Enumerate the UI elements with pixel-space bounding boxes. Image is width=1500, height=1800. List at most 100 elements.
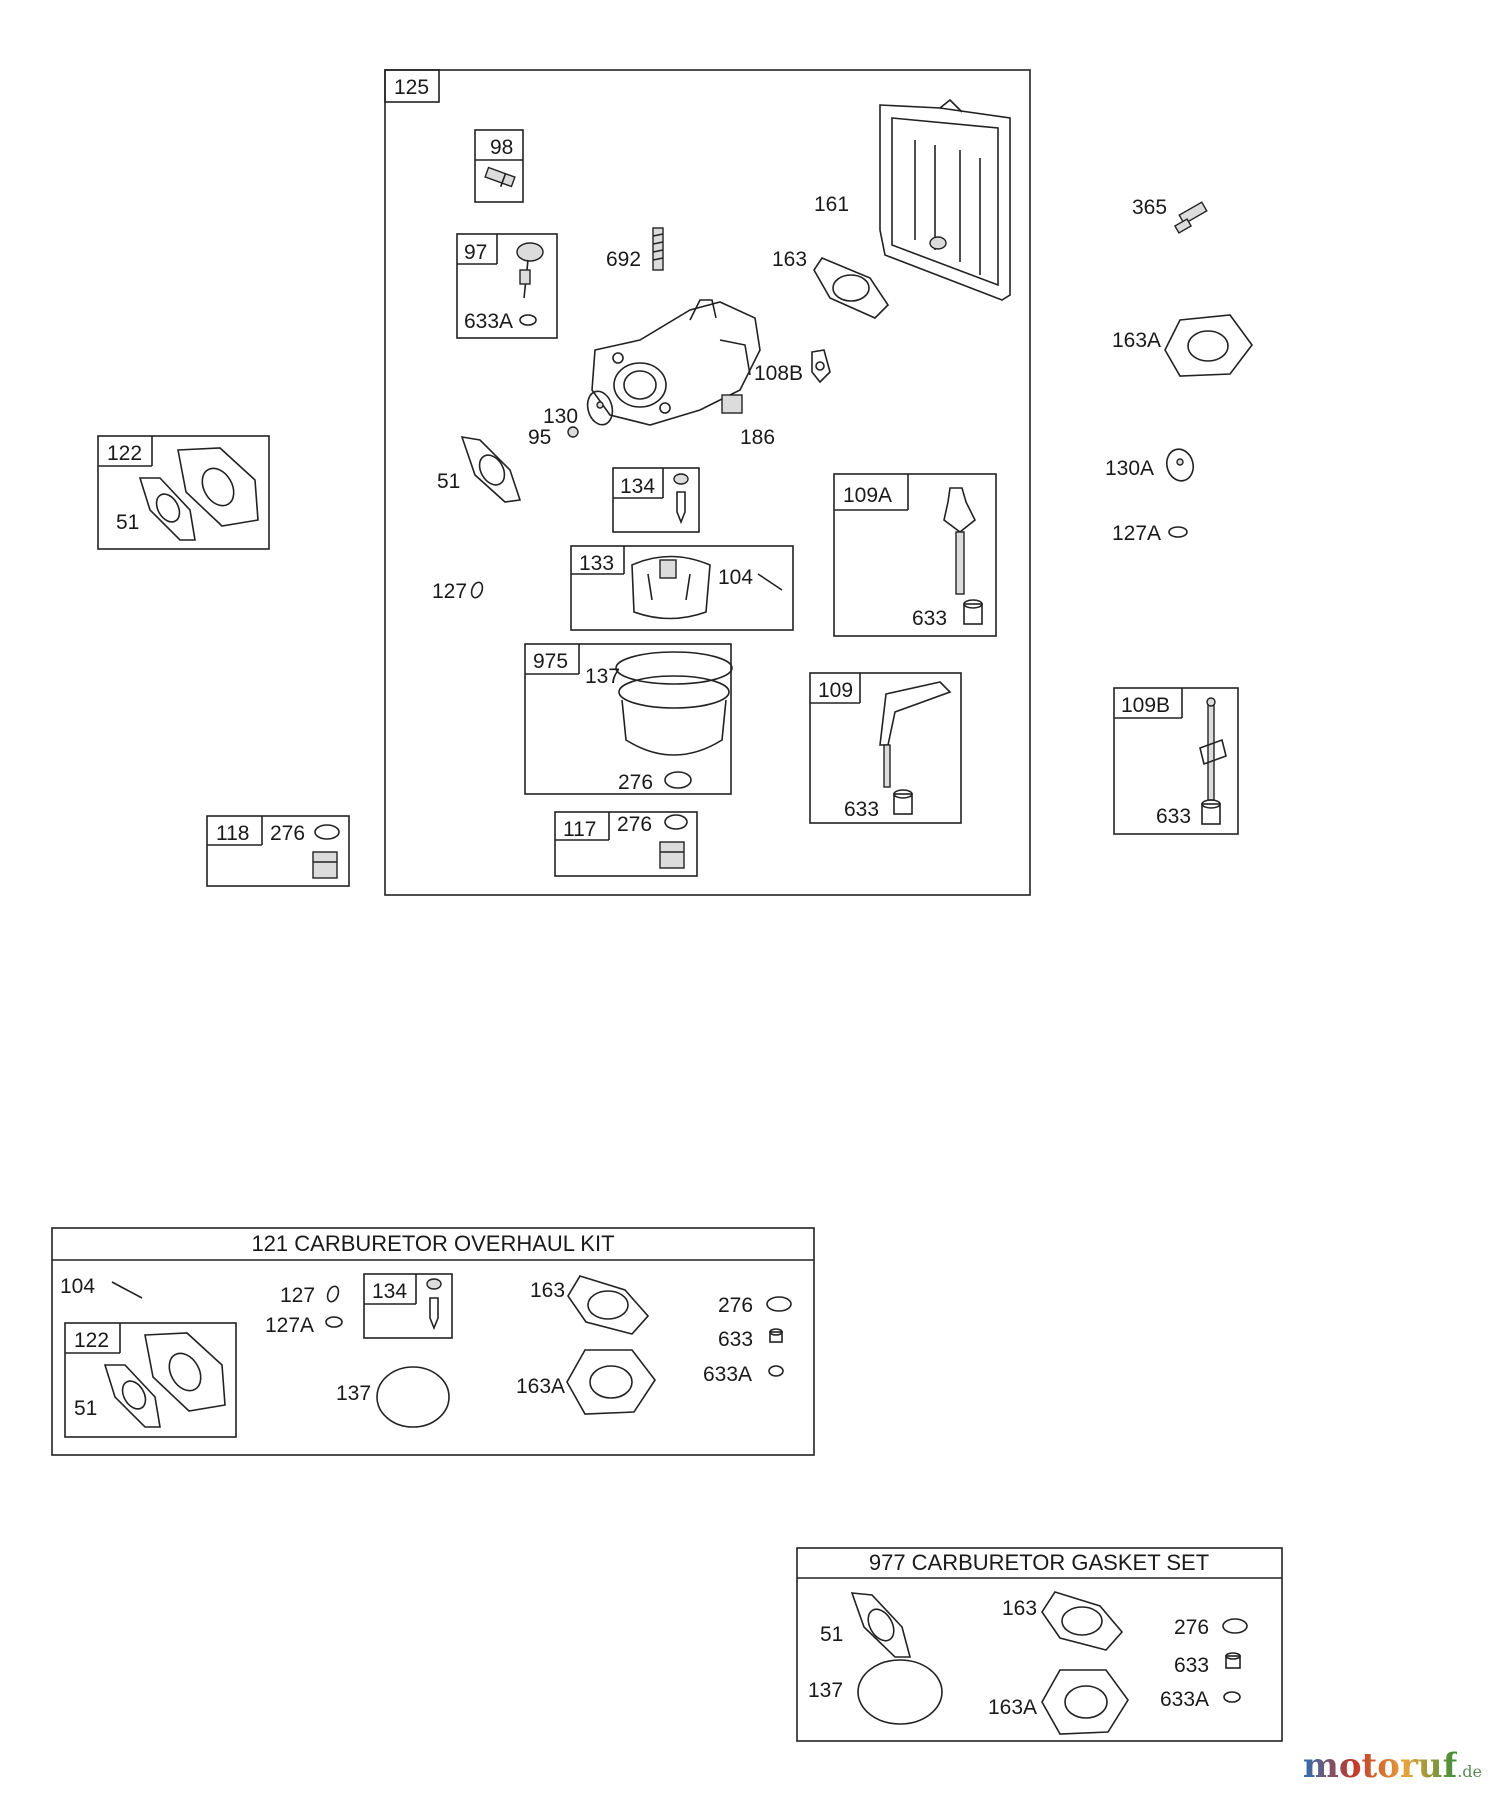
right-parts: 365 163A 130A 127A 109B 633: [1105, 196, 1253, 835]
box-97: [456, 233, 558, 339]
kit-121-overhaul: 121 CARBURETOR OVERHAUL KIT 104 127 127A…: [51, 1227, 815, 1456]
kit121-label-122[interactable]: 122: [74, 1329, 109, 1352]
screw-icon: [484, 166, 516, 188]
kit121-label-134[interactable]: 134: [372, 1280, 407, 1303]
callout-276-117[interactable]: 276: [617, 813, 652, 836]
callout-137[interactable]: 137: [585, 665, 620, 688]
callout-51-122[interactable]: 51: [116, 511, 139, 534]
kit977-label-163A[interactable]: 163A: [988, 1696, 1037, 1719]
callout-633-109[interactable]: 633: [844, 798, 879, 821]
callout-134[interactable]: 134: [620, 475, 655, 498]
kit977-label-137[interactable]: 137: [808, 1679, 843, 1702]
assembly-125-tag: [384, 69, 440, 103]
bushing-icon: [1225, 1652, 1241, 1669]
callout-276-118[interactable]: 276: [270, 822, 305, 845]
washer-icon: [1223, 1691, 1241, 1703]
callout-104[interactable]: 104: [718, 566, 753, 589]
box-109B: [1113, 687, 1239, 835]
bracket-icon: [811, 349, 831, 384]
callout-163A[interactable]: 163A: [1112, 329, 1161, 352]
callout-108B[interactable]: 108B: [754, 362, 803, 385]
gasket-icon: [1041, 1669, 1129, 1735]
callout-51[interactable]: 51: [437, 470, 460, 493]
callout-633A-97[interactable]: 633A: [464, 310, 513, 333]
kit-121-frame: [51, 1227, 815, 1456]
callout-161[interactable]: 161: [814, 193, 849, 216]
kit121-box-122: [64, 1322, 237, 1438]
callout-633-109B[interactable]: 633: [1156, 805, 1191, 828]
kit-977-frame: [796, 1547, 1283, 1742]
callout-122[interactable]: 122: [107, 442, 142, 465]
washer-icon: [664, 771, 692, 789]
box-122-standalone: 122 51: [97, 435, 270, 550]
kit121-label-137[interactable]: 137: [336, 1382, 371, 1405]
kit121-label-127A[interactable]: 127A: [265, 1314, 314, 1337]
callout-97[interactable]: 97: [464, 241, 487, 264]
gasket-icon: [1041, 1591, 1124, 1651]
callout-98[interactable]: 98: [490, 136, 513, 159]
callout-365[interactable]: 365: [1132, 196, 1167, 219]
box-117: [554, 811, 698, 877]
gasket-icon: [1164, 314, 1253, 377]
float-icon: [631, 555, 711, 620]
kit977-label-163[interactable]: 163: [1002, 1597, 1037, 1620]
bushing-icon: [963, 599, 983, 625]
kit121-box-134: [363, 1273, 453, 1339]
callout-186[interactable]: 186: [740, 426, 775, 449]
callout-127[interactable]: 127: [432, 580, 467, 603]
washer-icon: [766, 1296, 792, 1312]
kit121-label-276[interactable]: 276: [718, 1294, 753, 1317]
kit121-label-633[interactable]: 633: [718, 1328, 753, 1351]
washer-icon: [314, 824, 340, 840]
callout-633-109A[interactable]: 633: [912, 607, 947, 630]
motoruf-watermark-logo: motoruf.de: [1303, 1746, 1482, 1786]
callout-118[interactable]: 118: [216, 822, 249, 845]
box-975: [524, 643, 732, 795]
watermark-brand: motoruf: [1302, 1746, 1458, 1786]
o-ring-icon: [470, 581, 484, 599]
kit-977-gasket-set: 977 CARBURETOR GASKET SET 51 137 163 163…: [796, 1547, 1283, 1742]
float-pin-icon: [111, 1281, 143, 1299]
governor-shaft-icon: [879, 681, 952, 788]
kit121-label-633A[interactable]: 633A: [703, 1363, 752, 1386]
callout-117[interactable]: 117: [563, 818, 596, 841]
callout-109[interactable]: 109: [818, 679, 853, 702]
gasket-icon: [138, 477, 196, 541]
bushing-icon: [1201, 799, 1221, 825]
kit121-label-163A[interactable]: 163A: [516, 1375, 565, 1398]
throttle-shaft-icon: [516, 242, 544, 299]
kit977-label-633[interactable]: 633: [1174, 1654, 1209, 1677]
bushing-icon: [893, 789, 913, 815]
callout-276-975[interactable]: 276: [618, 771, 653, 794]
callout-692[interactable]: 692: [606, 248, 641, 271]
bowl-nut-icon: [659, 841, 685, 869]
kit121-label-127[interactable]: 127: [280, 1284, 315, 1307]
callout-133[interactable]: 133: [579, 552, 614, 575]
callout-95[interactable]: 95: [528, 426, 551, 449]
spring-icon: [652, 227, 664, 271]
kit977-label-276[interactable]: 276: [1174, 1616, 1209, 1639]
kit977-label-51[interactable]: 51: [820, 1623, 843, 1646]
callout-163[interactable]: 163: [772, 248, 807, 271]
inlet-needle-icon: [673, 473, 689, 525]
kit121-label-51[interactable]: 51: [74, 1397, 97, 1420]
kit121-label-104[interactable]: 104: [60, 1275, 95, 1298]
washer-icon: [768, 1365, 784, 1377]
box-134: [612, 467, 700, 533]
kit121-label-163[interactable]: 163: [530, 1279, 565, 1302]
callout-125[interactable]: 125: [394, 76, 429, 99]
fitting-icon: [1173, 201, 1208, 234]
callout-109B[interactable]: 109B: [1121, 694, 1170, 717]
callout-130[interactable]: 130: [543, 405, 578, 428]
bowl-gasket-icon: [376, 1366, 450, 1428]
o-ring-icon: [326, 1285, 340, 1303]
callout-130A[interactable]: 130A: [1105, 457, 1154, 480]
bushing-icon: [769, 1328, 783, 1343]
callout-109A[interactable]: 109A: [843, 484, 892, 507]
callout-975[interactable]: 975: [533, 650, 568, 673]
kit977-label-633A[interactable]: 633A: [1160, 1688, 1209, 1711]
bowl-gasket-icon: [857, 1659, 943, 1725]
box-133: [570, 545, 794, 631]
callout-127A[interactable]: 127A: [1112, 522, 1161, 545]
